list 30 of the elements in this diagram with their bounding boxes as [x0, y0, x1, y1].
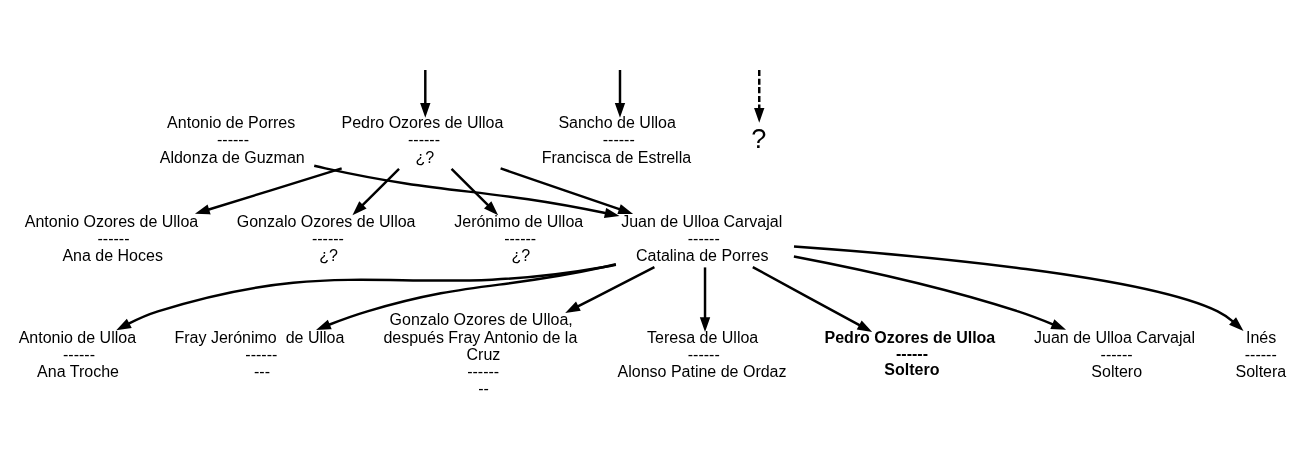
node-text: Pedro Ozores de Ulloa ------ ¿?	[341, 113, 504, 166]
node-text: Juan de Ulloa Carvajal ------ Soltero	[1034, 328, 1196, 380]
arrow	[565, 265, 655, 313]
node-text: Pedro Ozores de Ulloa ------ Soltero	[824, 328, 996, 378]
arrow	[313, 164, 620, 218]
node-text: Inés ------ Soltera	[1235, 328, 1287, 380]
arrow	[500, 166, 634, 214]
arrow	[450, 167, 499, 215]
node-text: Teresa de Ulloa ------ Alonso Patine de Ordaz	[617, 328, 787, 380]
arrow	[752, 265, 873, 332]
arrow	[754, 69, 765, 123]
node-text: ?	[751, 122, 767, 154]
arrow	[194, 166, 343, 214]
node-text: Antonio de Ulloa ------ Ana Troche	[18, 328, 137, 380]
arrow	[420, 69, 431, 118]
node-text: Gonzalo Ozores de Ulloa ------ ¿?	[236, 212, 416, 264]
node-text: Jerónimo de Ulloa ------ ¿?	[454, 212, 584, 264]
arrow	[793, 244, 1244, 331]
arrow	[699, 266, 711, 332]
node-text: Fray Jerónimo de Ulloa ------ ---	[174, 328, 345, 380]
node-text: Antonio de Porres ------ Aldonza de Guzman	[159, 113, 305, 166]
node-text: Gonzalo Ozores de Ulloa, después Fray Antonio de la Cruz ------ --	[383, 310, 578, 397]
node-text: Antonio Ozores de Ulloa ------ Ana de Hoces	[24, 212, 199, 264]
arrow	[116, 263, 617, 330]
arrow	[793, 254, 1066, 330]
node-text: Sancho de Ulloa ------ Francisca de Estrella	[541, 113, 692, 166]
arrow	[316, 262, 617, 330]
node-text: Juan de Ulloa Carvajal ------ Catalina de Porres	[621, 212, 783, 264]
arrow	[614, 69, 626, 118]
arrow	[352, 167, 400, 215]
